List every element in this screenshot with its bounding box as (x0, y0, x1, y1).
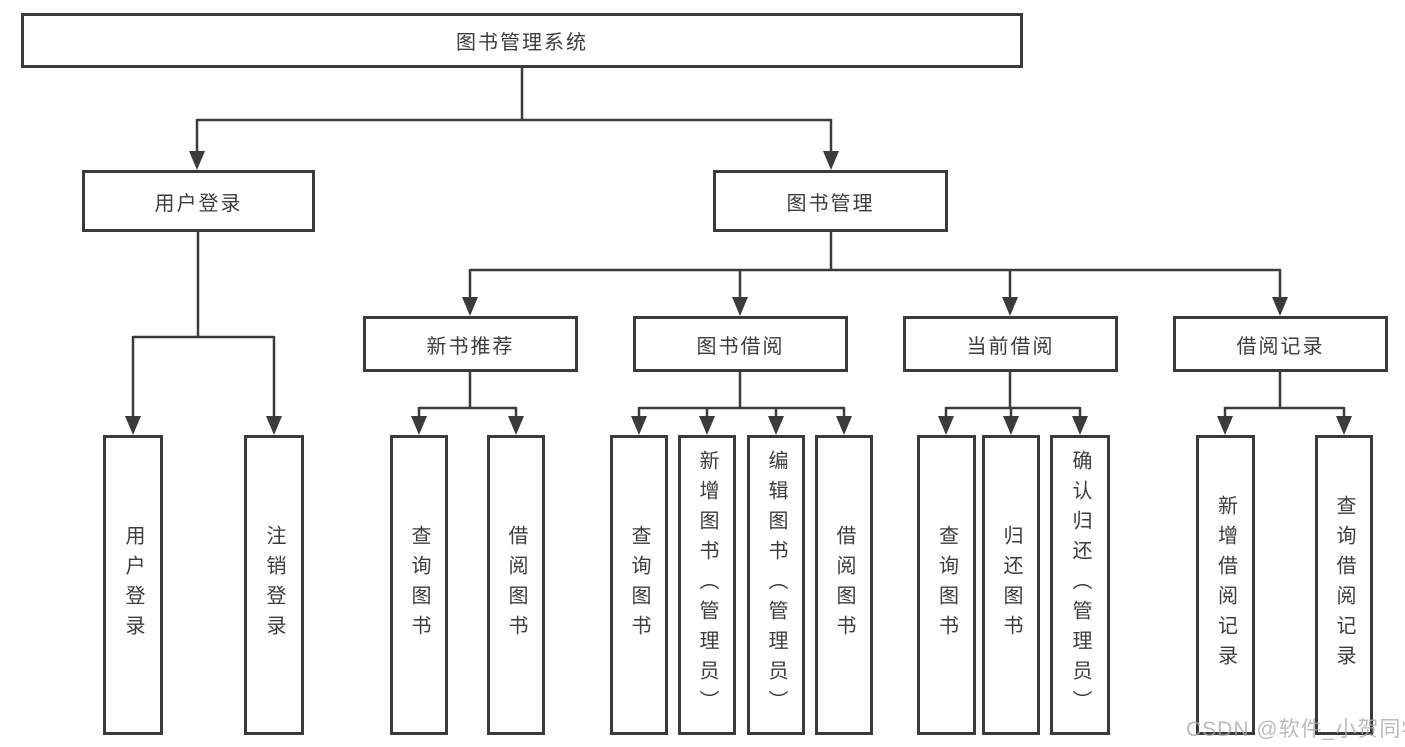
leaf-label: 查询图书 (935, 525, 958, 645)
node-book-borrowing: 图书借阅 (633, 316, 848, 372)
leaf-label: 编辑图书（管理员） (765, 450, 787, 720)
leaf-borrow-books-2: 借阅图书 (815, 435, 873, 735)
leaf-query-books-1: 查询图书 (390, 435, 448, 735)
leaf-add-borrow-record: 新增借阅记录 (1196, 435, 1255, 735)
leaf-add-books-admin: 新增图书（管理员） (678, 435, 736, 735)
node-new-book-recommendation: 新书推荐 (363, 316, 578, 372)
leaf-query-books-2: 查询图书 (610, 435, 668, 735)
node-label: 借阅记录 (1236, 335, 1325, 358)
leaf-label: 新增图书（管理员） (696, 450, 718, 720)
node-current-borrowing: 当前借阅 (903, 316, 1118, 372)
node-label: 用户登录 (154, 192, 243, 215)
leaf-borrow-books-1: 借阅图书 (487, 435, 545, 735)
node-label: 图书借阅 (696, 335, 785, 358)
leaf-query-books-3: 查询图书 (917, 435, 976, 735)
leaf-edit-books-admin: 编辑图书（管理员） (747, 435, 805, 735)
node-label: 新书推荐 (426, 335, 515, 358)
leaf-label: 借阅图书 (505, 525, 527, 645)
node-user-login: 用户登录 (82, 170, 315, 232)
leaf-label: 用户登录 (122, 525, 144, 645)
leaf-label: 查询图书 (408, 525, 430, 645)
node-library-management-system: 图书管理系统 (21, 13, 1023, 68)
leaf-return-books: 归还图书 (982, 435, 1040, 735)
leaf-label: 归还图书 (1000, 525, 1022, 645)
leaf-label: 新增借阅记录 (1214, 495, 1237, 675)
leaf-label: 查询借阅记录 (1333, 495, 1355, 675)
node-label: 图书管理 (786, 192, 875, 215)
leaf-confirm-return-admin: 确认归还（管理员） (1050, 435, 1110, 735)
leaf-label: 注销登录 (263, 525, 285, 645)
leaf-logout: 注销登录 (244, 435, 304, 735)
leaf-label: 查询图书 (628, 525, 650, 645)
node-book-management: 图书管理 (713, 170, 948, 232)
node-label: 图书管理系统 (456, 32, 588, 54)
leaf-label: 确认归还（管理员） (1069, 450, 1091, 720)
node-borrowing-records: 借阅记录 (1173, 316, 1388, 372)
csdn-watermark: CSDN @软件_小贺同学 (1186, 718, 1405, 741)
leaf-user-login: 用户登录 (103, 435, 163, 735)
leaf-query-borrow-record: 查询借阅记录 (1315, 435, 1373, 735)
leaf-label: 借阅图书 (833, 525, 855, 645)
node-label: 当前借阅 (966, 335, 1055, 358)
